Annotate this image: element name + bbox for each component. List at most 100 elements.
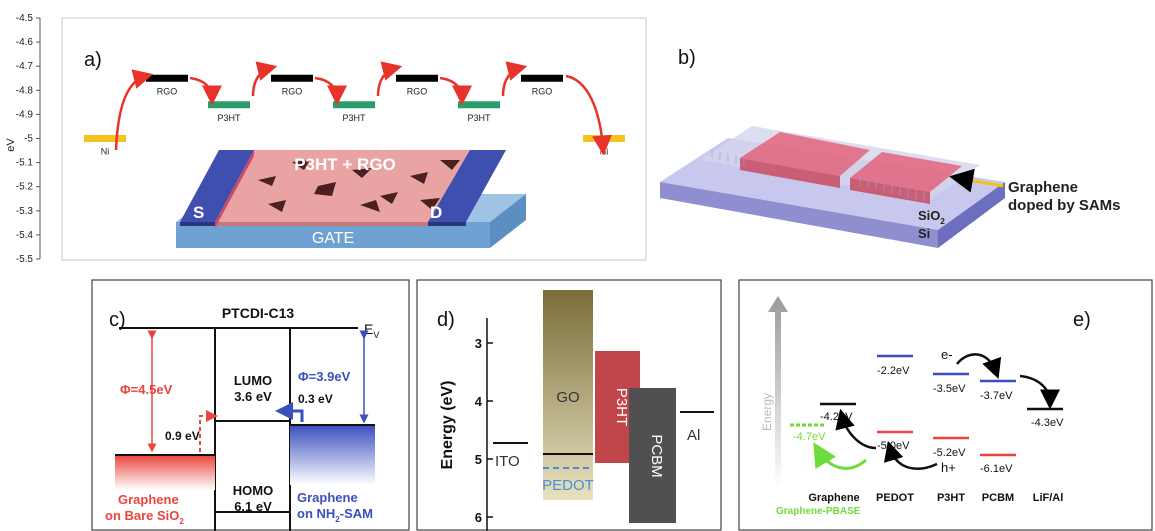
material-label: P3HT	[937, 492, 965, 504]
energy-level-rgo	[396, 74, 438, 82]
si-label: Si	[918, 226, 930, 241]
hole-arrow-pbase	[813, 442, 867, 470]
hole-label: h+	[941, 460, 956, 475]
energy-level-rgo	[521, 74, 563, 82]
graphene-sio2-band	[115, 455, 215, 490]
p3ht-label: P3HT	[613, 388, 630, 426]
electrode-right	[850, 152, 962, 192]
hop-arrow	[439, 76, 472, 106]
tick-label: -4.5	[16, 13, 34, 24]
homo-value: 6.1 eV	[234, 499, 272, 514]
level-5-0: -5.0eV	[877, 440, 910, 452]
electron-arrow-1	[956, 353, 1002, 380]
hop-arrow	[376, 61, 403, 97]
energy-level-p3ht	[458, 101, 500, 109]
tick-label: 6	[475, 510, 482, 525]
panel-a-hop-arrows	[114, 61, 612, 156]
al-label: Al	[687, 427, 700, 444]
level-4-7: -4.7eV	[793, 431, 826, 443]
panel-e: e) Energy -2.2eV -3.5eV -3.7eV -4.2eV -4…	[738, 279, 1153, 531]
panel-a-y-axis: -4.5-4.6-4.7-4.8-4.9-5-5.1-5.2-5.3-5.4-5…	[5, 13, 41, 265]
graphene-right-2: on NH2-SAM	[297, 506, 373, 524]
homo-label: HOMO	[233, 483, 273, 498]
barrier-left-arrow	[199, 410, 218, 452]
graphene-sam-band	[290, 425, 375, 485]
substrate-front	[660, 182, 938, 248]
tick-label: 5	[475, 452, 482, 467]
graphene-annotation-1: Graphene	[1008, 179, 1078, 196]
tick-label: -4.8	[16, 85, 34, 96]
panel-c-label: c)	[109, 309, 126, 331]
channel-edge	[215, 222, 462, 226]
tick-label: -4.7	[16, 61, 34, 72]
gate-label: GATE	[312, 230, 354, 247]
energy-level-label: RGO	[407, 86, 428, 96]
energy-arrow	[768, 296, 788, 490]
panel-e-label: e)	[1073, 309, 1091, 331]
drain-top	[428, 150, 506, 222]
hop-arrow	[251, 61, 278, 97]
hop-arrow	[314, 76, 347, 106]
sio2-label: SiO2	[918, 208, 945, 226]
hole-arrow-2	[835, 408, 877, 450]
source-side	[215, 150, 254, 228]
source-top	[180, 150, 254, 222]
sam-molecules	[711, 150, 925, 202]
tick-label: -5.2	[16, 182, 34, 193]
energy-level-p3ht	[208, 101, 250, 109]
panel-e-frame	[738, 279, 1153, 531]
material-label: Graphene	[808, 492, 859, 504]
graphene-pbase-label: Graphene-PBASE	[776, 506, 861, 517]
energy-level-label: RGO	[157, 86, 178, 96]
level-4-3: -4.3eV	[1031, 417, 1064, 429]
material-label: PEDOT	[876, 492, 914, 504]
electron-arrow-2	[1019, 374, 1060, 410]
ptcdi-title: PTCDI-C13	[222, 305, 295, 321]
ito-label: ITO	[495, 453, 520, 470]
energy-level-label: Ni	[101, 147, 110, 157]
energy-level-ni	[583, 135, 625, 142]
hop-arrow	[114, 69, 154, 151]
drain-label: D	[430, 203, 442, 222]
energy-level-ni	[84, 135, 126, 142]
tick-label: -5.5	[16, 254, 34, 265]
energy-level-label: P3HT	[467, 113, 491, 123]
pedot-label: PEDOT	[542, 477, 594, 494]
rgo-flakes	[258, 160, 460, 212]
energy-level-label: Ni	[600, 147, 609, 157]
electrode-left	[740, 132, 870, 176]
level-2-2: -2.2eV	[877, 365, 910, 377]
level-3-7: -3.7eV	[980, 390, 1013, 402]
pcbm-bar	[629, 388, 676, 523]
annotation-arrow	[949, 168, 1004, 193]
level-4-2: -4.2eV	[820, 411, 853, 423]
electron-label: e-	[941, 347, 953, 362]
gate-side	[490, 194, 526, 248]
panel-a-label: a)	[84, 49, 102, 71]
level-3-5: -3.5eV	[933, 383, 966, 395]
tick-label: -5.4	[16, 230, 34, 241]
barrier-right-arrow	[275, 402, 304, 422]
vacuum-label: EV	[364, 321, 379, 340]
panel-a: -4.5-4.6-4.7-4.8-4.9-5-5.1-5.2-5.3-5.4-5…	[5, 13, 647, 265]
energy-level-rgo	[271, 74, 313, 82]
graphene-annotation-2: doped by SAMs	[1008, 197, 1121, 214]
panel-d-label: d)	[437, 309, 455, 331]
hop-arrow	[501, 61, 528, 97]
hop-arrow	[189, 76, 222, 106]
material-label: PCBM	[982, 492, 1014, 504]
energy-level-label: RGO	[532, 86, 553, 96]
source-front	[180, 222, 215, 226]
lumo-value: 3.6 eV	[234, 389, 272, 404]
go-bar	[543, 290, 593, 500]
fet-device: GATE S D P3HT + RGO	[176, 150, 526, 248]
lumo-label: LUMO	[234, 373, 272, 388]
tick-label: -5	[24, 134, 33, 145]
tick-label: -4.6	[16, 37, 34, 48]
tick-label: 3	[475, 336, 482, 351]
pcbm-label: PCBM	[648, 434, 665, 477]
